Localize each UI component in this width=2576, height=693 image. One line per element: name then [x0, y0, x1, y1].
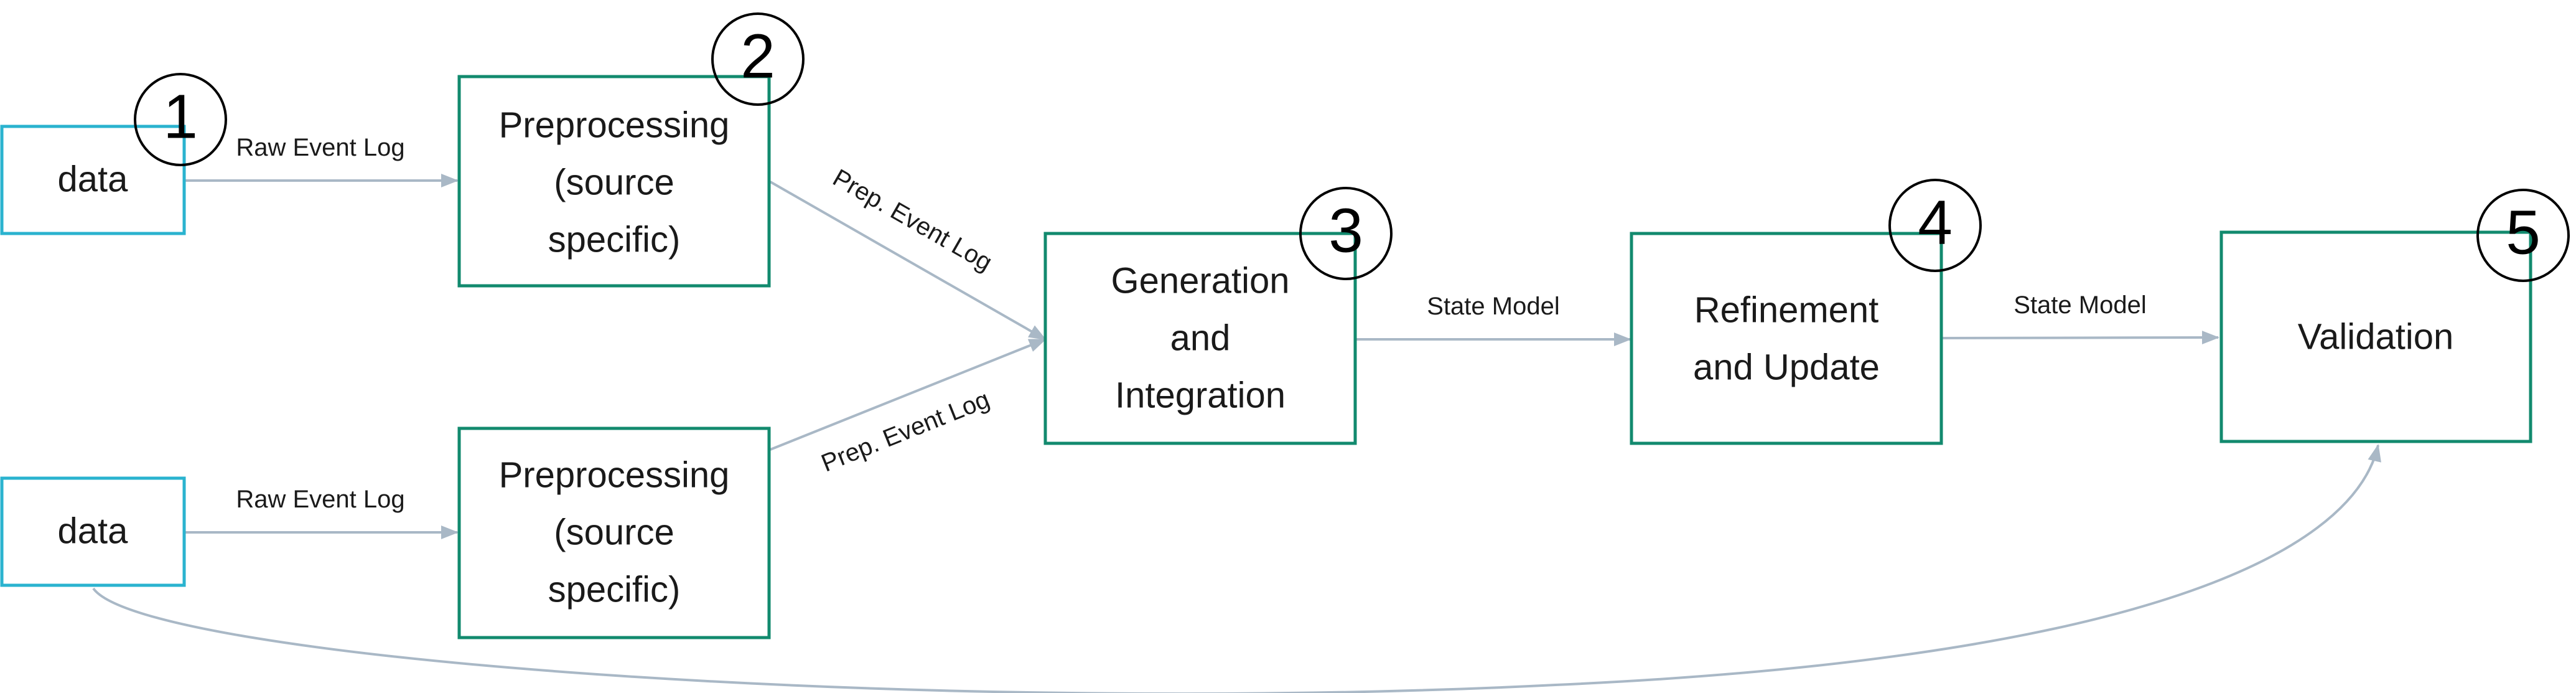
edge-label-raw-bottom: Raw Event Log: [236, 486, 404, 513]
node-preprocessing-bottom-line-1: Preprocessing: [499, 455, 730, 495]
node-preprocessing-bottom-line-3: specific): [548, 569, 681, 610]
edge-prep-bottom: [770, 338, 1047, 451]
step-marker-4: 4: [1888, 179, 1982, 272]
node-refinement-line-2: and Update: [1693, 347, 1880, 387]
edge-label-raw-top: Raw Event Log: [236, 134, 404, 161]
node-preprocessing-top-line-3: specific): [548, 219, 681, 260]
node-generation-line-2: and: [1170, 318, 1231, 358]
node-generation-line-1: Generation: [1111, 260, 1290, 301]
node-preprocessing-bottom: Preprocessing (source specific): [457, 427, 771, 639]
node-data-bottom: data: [0, 476, 186, 587]
node-preprocessing-bottom-line-2: (source: [554, 512, 674, 552]
step-number-3: 3: [1328, 196, 1363, 265]
step-marker-2: 2: [711, 12, 805, 106]
node-preprocessing-top-line-1: Preprocessing: [499, 105, 730, 145]
node-refinement-line-1: Refinement: [1694, 290, 1879, 330]
node-generation: Generation and Integration: [1043, 232, 1357, 445]
edge-data-to-validation: [92, 444, 2381, 693]
node-data-top: data: [0, 125, 186, 235]
edge-label-prep-bottom: Prep. Event Log: [818, 385, 994, 477]
step-marker-5: 5: [2476, 189, 2570, 282]
node-validation: Validation: [2219, 230, 2532, 443]
node-data-bottom-label: data: [58, 511, 129, 551]
step-marker-3: 3: [1299, 187, 1393, 280]
node-data-top-label: data: [58, 159, 129, 199]
step-number-1: 1: [163, 82, 198, 151]
node-generation-line-3: Integration: [1115, 375, 1286, 415]
step-number-4: 4: [1918, 187, 1953, 257]
edge-label-state-2: State Model: [2014, 291, 2146, 319]
step-number-5: 5: [2506, 197, 2541, 267]
edge-label-state-1: State Model: [1427, 293, 1559, 320]
edge-prep-top: [770, 181, 1047, 341]
edge-label-prep-top: Prep. Event Log: [828, 164, 997, 276]
node-preprocessing-top-line-2: (source: [554, 162, 674, 202]
step-number-2: 2: [740, 21, 775, 91]
step-marker-1: 1: [134, 73, 227, 166]
node-validation-line-1: Validation: [2298, 316, 2453, 357]
node-refinement: Refinement and Update: [1630, 232, 1943, 445]
edges: [92, 174, 2381, 693]
edge-state-2: [1942, 331, 2219, 345]
node-preprocessing-top: Preprocessing (source specific): [457, 75, 771, 288]
